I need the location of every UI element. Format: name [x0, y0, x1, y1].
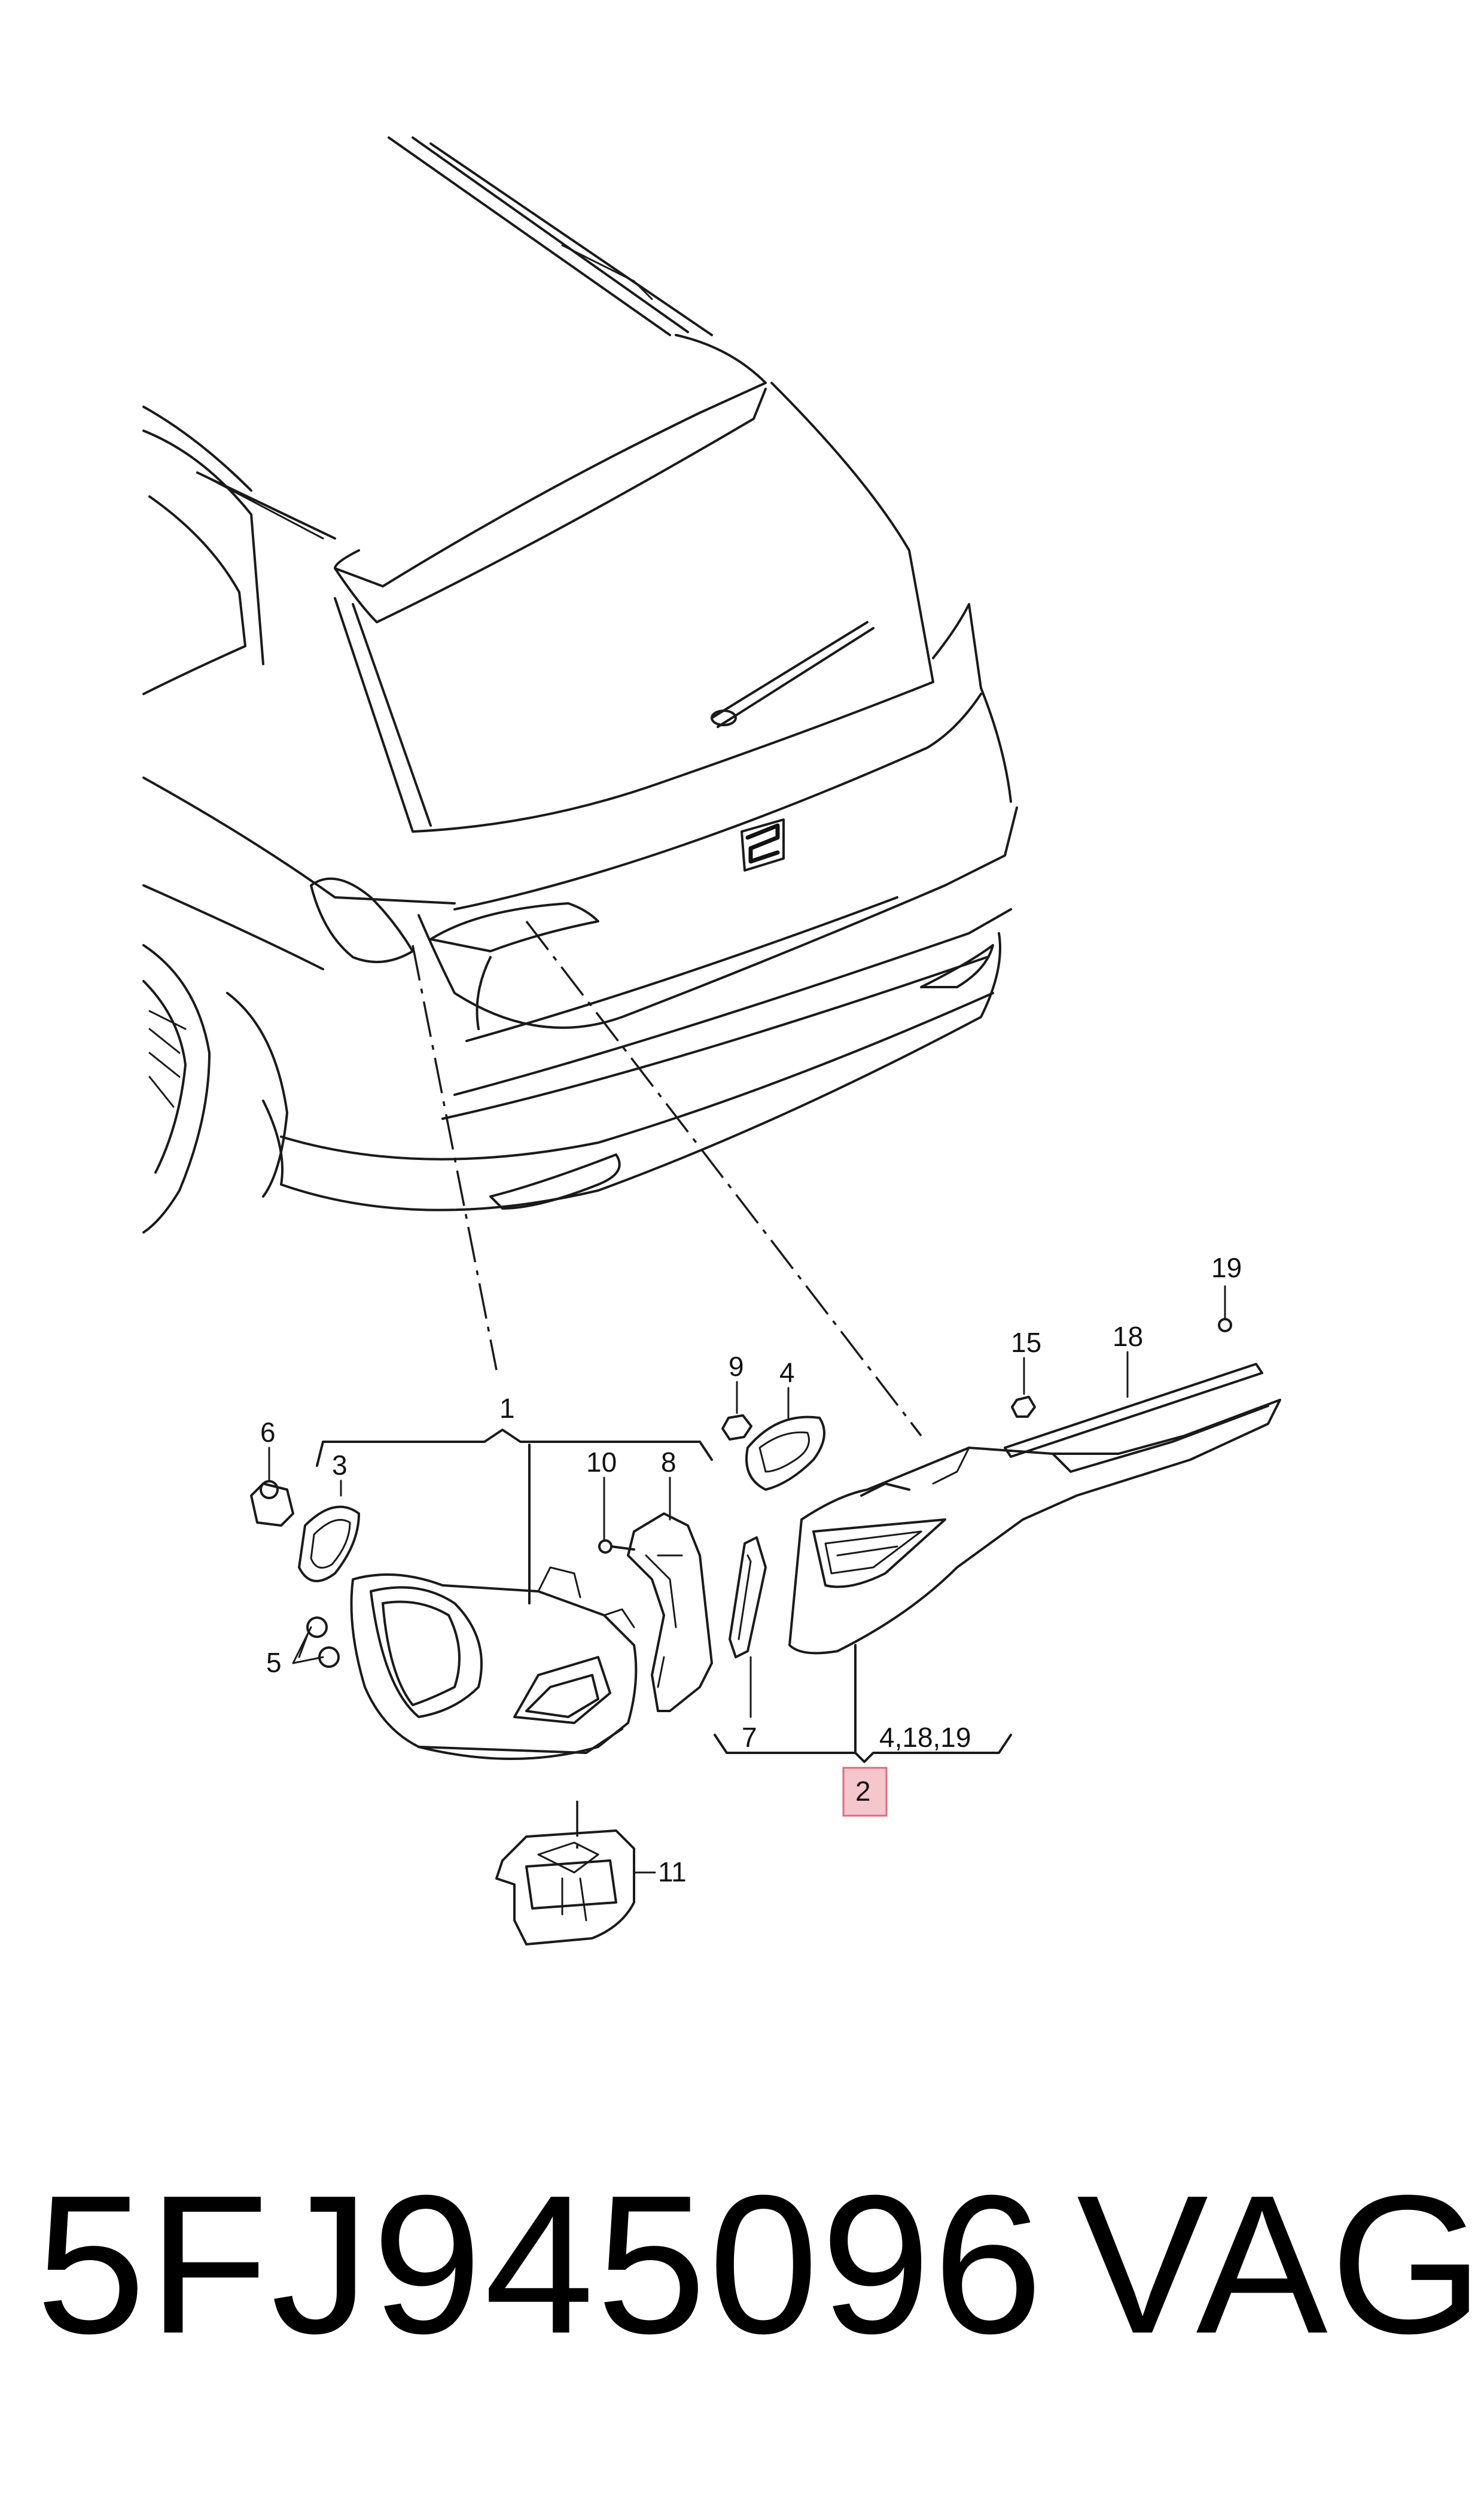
- part-15-clip: [1011, 1396, 1036, 1418]
- callout-19: 19: [1211, 1252, 1242, 1283]
- part-5-nuts: [292, 1616, 340, 1668]
- part-7-gasket: [729, 1536, 767, 1658]
- callout-15: 15: [1011, 1327, 1041, 1358]
- part-9-nut: [721, 1414, 752, 1441]
- callout-5: 5: [266, 1647, 282, 1678]
- callout-10: 10: [586, 1447, 617, 1478]
- callout-leaders: [268, 1285, 1226, 1874]
- part-4-gasket: [745, 1415, 825, 1491]
- callout-9: 9: [729, 1351, 744, 1382]
- part-6-bulb-holder: [250, 1480, 294, 1527]
- part-11-bracket: [495, 1829, 635, 1945]
- part-3-gasket: [298, 1505, 360, 1582]
- callout-6: 6: [260, 1417, 276, 1448]
- callout-2-highlight: 2: [842, 1767, 888, 1817]
- part-19-clip: [1218, 1318, 1232, 1332]
- callout-4: 4: [779, 1357, 795, 1388]
- part-10-screw: [598, 1539, 635, 1554]
- part-1-outer-tail-light: [350, 1566, 638, 1760]
- manufacturer-caption: VAG: [1077, 2154, 1484, 2374]
- callout-11: 11: [658, 1856, 687, 1887]
- callout-4-18-19: 4,18,19: [879, 1722, 971, 1753]
- callout-1: 1: [499, 1393, 515, 1424]
- callout-7: 7: [742, 1722, 757, 1753]
- part-number-caption: 5FJ945096: [36, 2154, 1046, 2374]
- callout-3: 3: [332, 1450, 348, 1481]
- part-8-bracket: [627, 1512, 713, 1712]
- callout-8: 8: [661, 1447, 677, 1478]
- leader-lines: [412, 920, 922, 1849]
- vehicle-rear-drawing: [142, 136, 1018, 1234]
- callout-2: 2: [855, 1776, 871, 1807]
- callout-18: 18: [1113, 1321, 1143, 1352]
- part-2-inner-tail-light: [788, 1363, 1281, 1655]
